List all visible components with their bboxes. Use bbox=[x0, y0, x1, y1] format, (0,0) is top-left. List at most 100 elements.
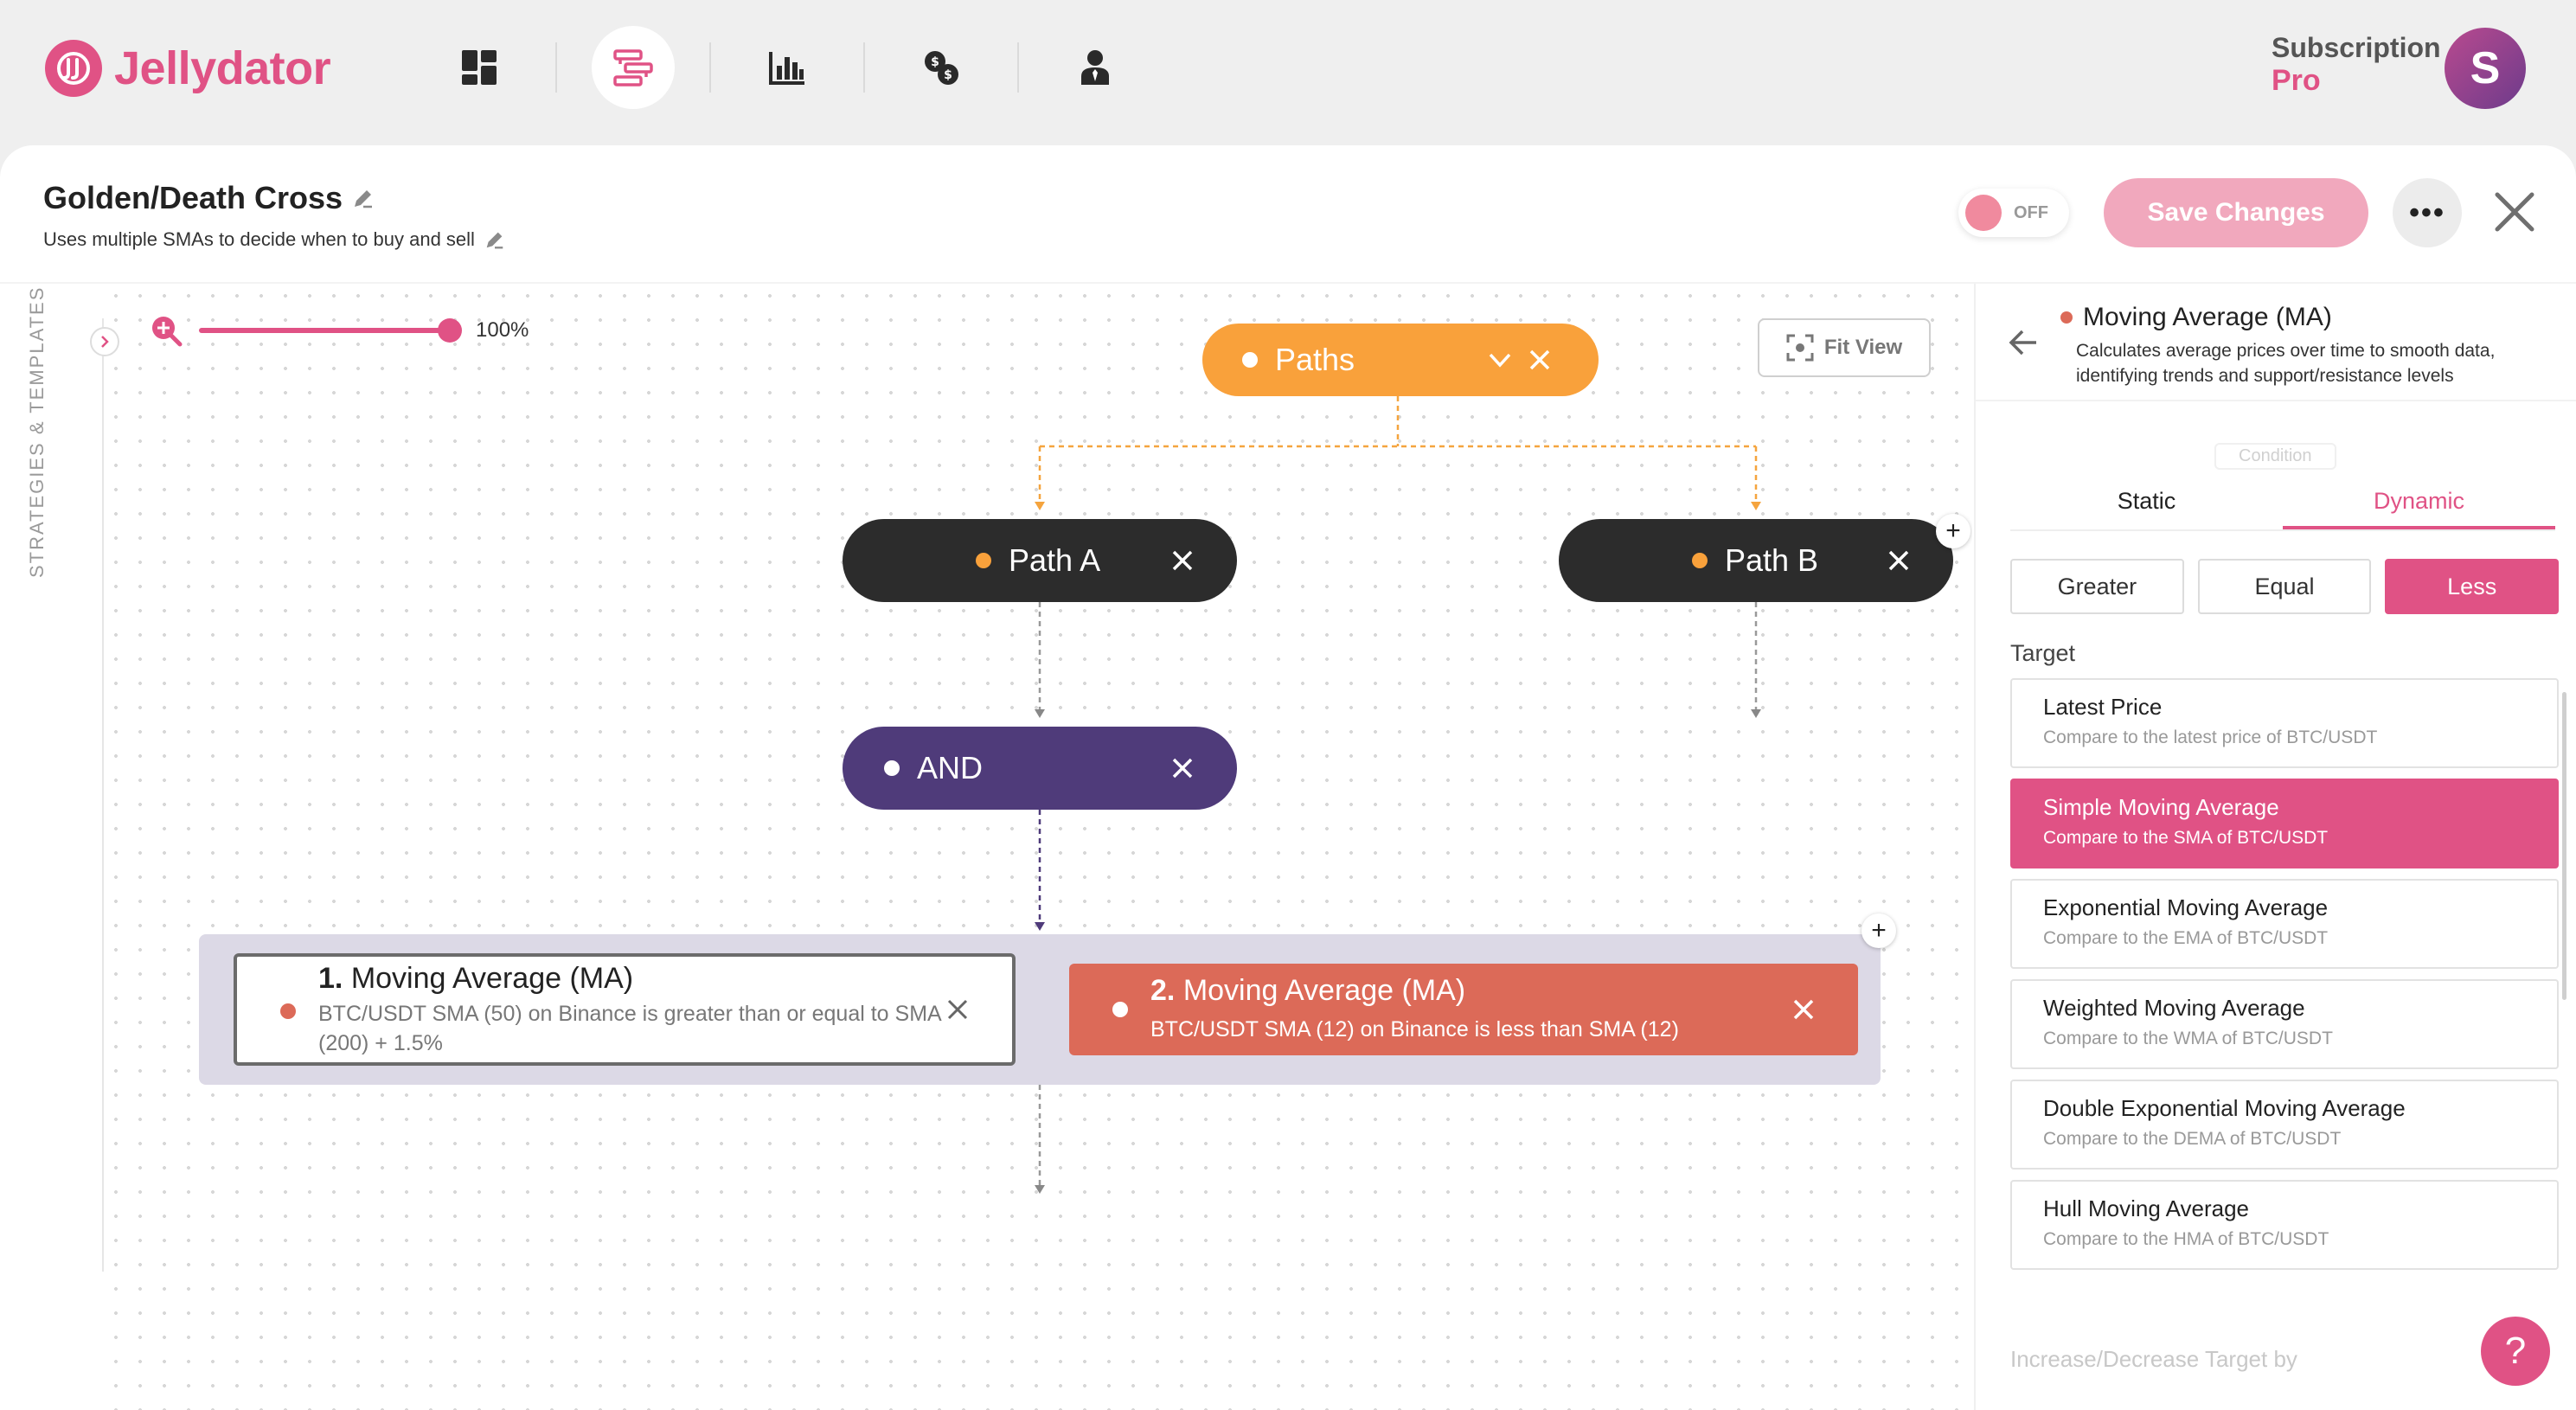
fit-view-icon bbox=[1786, 334, 1814, 362]
top-bar: Jellydator bbox=[0, 0, 2576, 145]
add-path-button[interactable]: + bbox=[1936, 514, 1970, 548]
zoom-slider-thumb[interactable] bbox=[438, 318, 462, 343]
paths-node[interactable]: Paths bbox=[1202, 324, 1599, 396]
target-option[interactable]: Hull Moving Average Compare to the HMA o… bbox=[2010, 1180, 2559, 1270]
app-logo[interactable]: Jellydator bbox=[45, 40, 331, 97]
target-description: Compare to the WMA of BTC/USDT bbox=[2043, 1029, 2333, 1048]
strategy-canvas[interactable]: 100% Fit View bbox=[104, 284, 1972, 1410]
close-icon bbox=[1172, 550, 1193, 571]
sidebar-label[interactable]: STRATEGIES & TEMPLATES bbox=[26, 285, 48, 578]
tab-static[interactable]: Static bbox=[2117, 488, 2176, 514]
header-divider bbox=[0, 282, 2576, 284]
add-condition-button[interactable]: + bbox=[1862, 913, 1896, 948]
target-section-label: Target bbox=[2010, 640, 2076, 666]
condition-status-dot bbox=[1112, 1002, 1128, 1017]
strategy-header: Golden/Death Cross Uses multiple SMAs to… bbox=[43, 180, 506, 251]
edit-pencil-icon[interactable] bbox=[351, 186, 375, 210]
nav-divider bbox=[555, 42, 557, 93]
help-button[interactable]: ? bbox=[2481, 1317, 2550, 1386]
edit-pencil-icon[interactable] bbox=[484, 228, 506, 251]
panel-title-row: Moving Average (MA) bbox=[2060, 303, 2560, 332]
panel-scrollbar[interactable] bbox=[2562, 692, 2566, 1000]
panel-header: Moving Average (MA) Calculates average p… bbox=[2060, 303, 2560, 389]
target-name: Simple Moving Average bbox=[2043, 794, 2279, 820]
close-icon bbox=[1172, 758, 1193, 779]
zoom-slider[interactable] bbox=[199, 318, 462, 343]
target-option[interactable]: Weighted Moving Average Compare to the W… bbox=[2010, 979, 2559, 1069]
subscription-info[interactable]: Subscription Pro bbox=[2272, 32, 2441, 97]
remove-condition-button[interactable] bbox=[943, 995, 972, 1024]
save-changes-button[interactable]: Save Changes bbox=[2104, 178, 2368, 247]
strategy-editor: Golden/Death Cross Uses multiple SMAs to… bbox=[0, 145, 2576, 1410]
comparator-equal-button[interactable]: Equal bbox=[2197, 559, 2372, 614]
nav-account[interactable] bbox=[1054, 26, 1137, 109]
fit-view-button[interactable]: Fit View bbox=[1758, 318, 1931, 377]
back-button[interactable] bbox=[2007, 325, 2041, 360]
app-name: Jellydator bbox=[114, 42, 331, 94]
node-connectors bbox=[1035, 396, 1761, 1194]
condition-card-selected[interactable]: 2. Moving Average (MA) BTC/USDT SMA (12)… bbox=[1069, 964, 1858, 1055]
remove-condition-button[interactable] bbox=[1789, 995, 1818, 1024]
strategy-description: Uses multiple SMAs to decide when to buy… bbox=[43, 228, 475, 250]
nav-exchange[interactable]: $ $ bbox=[900, 26, 983, 109]
close-editor-button[interactable] bbox=[2484, 182, 2545, 242]
sidebar-divider bbox=[102, 318, 104, 1272]
and-node[interactable]: AND bbox=[843, 727, 1237, 810]
close-icon[interactable] bbox=[1528, 348, 1552, 372]
comparator-less-button[interactable]: Less bbox=[2385, 559, 2560, 614]
remove-path-a-button[interactable] bbox=[1168, 546, 1197, 575]
path-a-node[interactable]: Path A bbox=[843, 519, 1237, 602]
nav-divider bbox=[1017, 42, 1019, 93]
toggle-label: OFF bbox=[2014, 202, 2048, 222]
target-option[interactable]: Latest Price Compare to the latest price… bbox=[2010, 678, 2559, 768]
strategy-active-toggle[interactable]: OFF bbox=[1958, 189, 2069, 237]
node-status-dot bbox=[884, 760, 900, 776]
more-options-button[interactable]: ••• bbox=[2393, 178, 2462, 247]
target-description: Compare to the HMA of BTC/USDT bbox=[2043, 1229, 2329, 1249]
toggle-knob bbox=[1965, 195, 2002, 231]
node-status-dot bbox=[1242, 352, 1258, 368]
target-description: Compare to the SMA of BTC/USDT bbox=[2043, 828, 2329, 848]
condition-summary: BTC/USDT SMA (12) on Binance is less tha… bbox=[1150, 1017, 1679, 1041]
close-icon bbox=[1793, 999, 1814, 1020]
paths-node-label: Paths bbox=[1275, 342, 1355, 377]
strategy-description-row[interactable]: Uses multiple SMAs to decide when to buy… bbox=[43, 228, 506, 251]
sidebar-expand-button[interactable] bbox=[90, 327, 119, 356]
condition-title-text: Moving Average (MA) bbox=[350, 962, 634, 995]
jellydator-logo-icon bbox=[45, 40, 102, 97]
condition-title: 2. Moving Average (MA) bbox=[1150, 974, 1465, 1008]
dashboard-icon bbox=[462, 50, 497, 85]
path-b-node[interactable]: Path B bbox=[1559, 519, 1953, 602]
chevron-right-icon bbox=[101, 336, 109, 348]
remove-path-b-button[interactable] bbox=[1884, 546, 1913, 575]
chart-bars-icon bbox=[769, 52, 804, 85]
condition-card[interactable]: 1. Moving Average (MA) BTC/USDT SMA (50)… bbox=[234, 953, 1016, 1066]
panel-title: Moving Average (MA) bbox=[2083, 303, 2332, 331]
svg-text:$: $ bbox=[931, 55, 939, 69]
remove-and-button[interactable] bbox=[1168, 753, 1197, 783]
plus-icon: + bbox=[1871, 916, 1887, 945]
target-name: Weighted Moving Average bbox=[2043, 995, 2305, 1021]
increase-decrease-label: Increase/Decrease Target by bbox=[2010, 1346, 2297, 1372]
target-option[interactable]: Double Exponential Moving Average Compar… bbox=[2010, 1080, 2559, 1170]
svg-text:$: $ bbox=[944, 68, 952, 82]
chevron-down-icon[interactable] bbox=[1486, 346, 1514, 374]
nav-analytics[interactable] bbox=[746, 26, 829, 109]
condition-summary: BTC/USDT SMA (50) on Binance is greater … bbox=[318, 1002, 941, 1055]
tab-dynamic[interactable]: Dynamic bbox=[2283, 481, 2555, 529]
comparator-greater-button[interactable]: Greater bbox=[2010, 559, 2184, 614]
nav-strategies[interactable] bbox=[592, 26, 675, 109]
path-a-label: Path A bbox=[1009, 542, 1101, 578]
plus-icon: + bbox=[1945, 516, 1961, 545]
nav-dashboard[interactable] bbox=[438, 26, 521, 109]
zoom-in-icon[interactable] bbox=[149, 313, 183, 348]
subscription-plan: Pro bbox=[2272, 63, 2321, 97]
condition-title-text: Moving Average (MA) bbox=[1182, 974, 1466, 1007]
target-option[interactable]: Exponential Moving Average Compare to th… bbox=[2010, 879, 2559, 969]
strategy-title-row[interactable]: Golden/Death Cross bbox=[43, 180, 375, 216]
arrow-left-icon bbox=[2009, 330, 2036, 356]
target-option-selected[interactable]: Simple Moving Average Compare to the SMA… bbox=[2010, 779, 2559, 868]
path-b-label: Path B bbox=[1725, 542, 1819, 578]
zoom-control: 100% bbox=[149, 313, 529, 348]
avatar[interactable]: S bbox=[2445, 28, 2526, 109]
